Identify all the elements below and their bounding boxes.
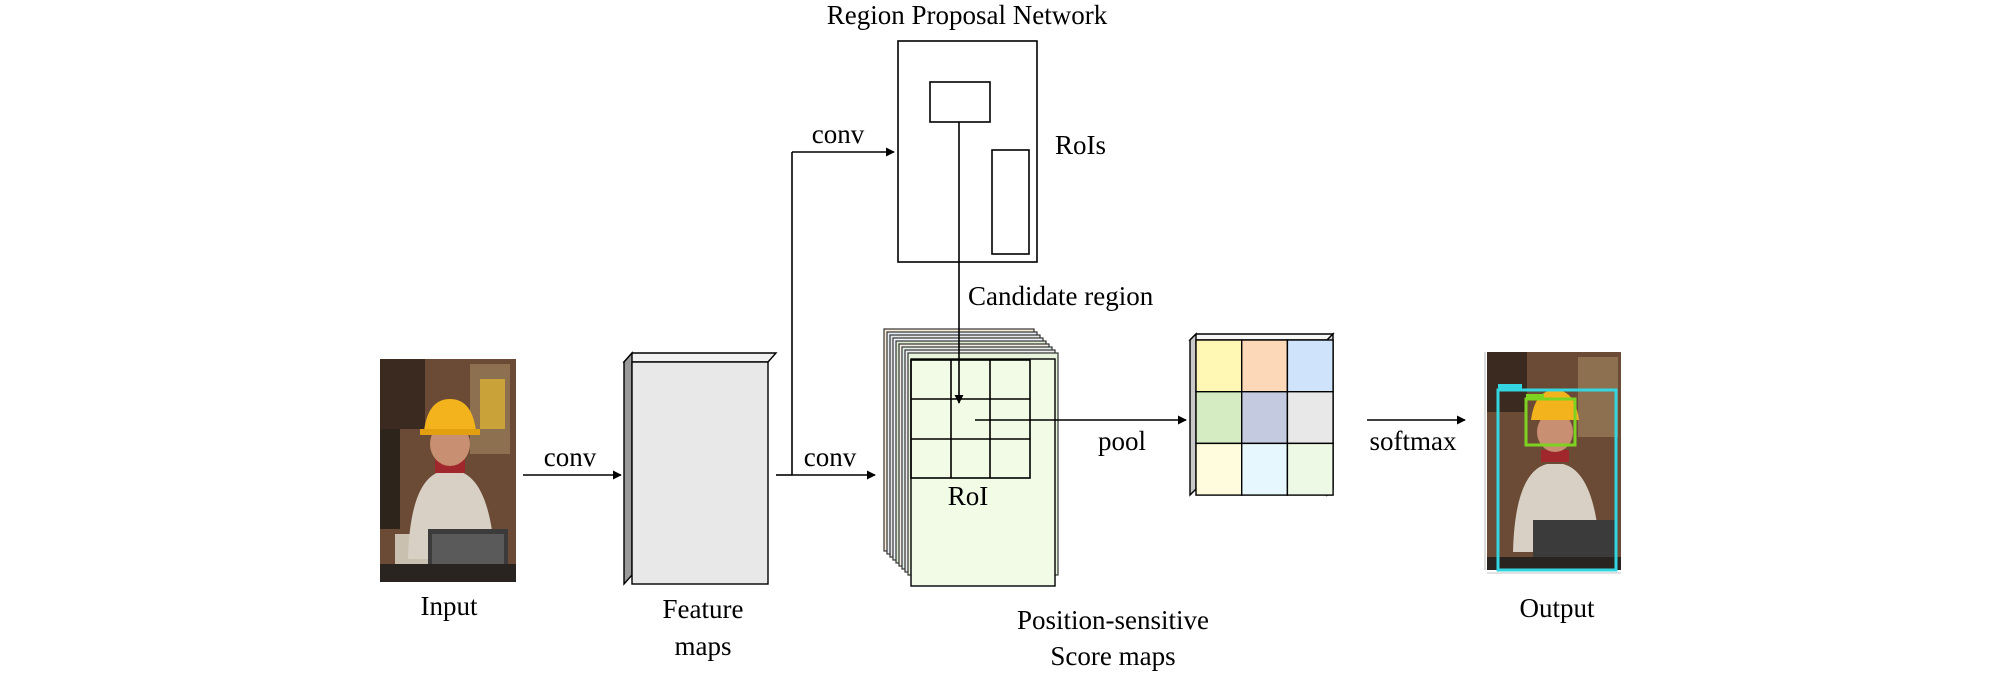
input-label: Input [421, 591, 478, 621]
conv-branch-arrows [776, 147, 895, 480]
pool-cell [1286, 339, 1334, 393]
candidate-region-label: Candidate region [968, 281, 1154, 311]
softmax-label: softmax [1370, 426, 1457, 456]
output-image [1483, 352, 1625, 581]
feature-maps-block [622, 351, 778, 586]
detection-box-helmet [1524, 397, 1577, 447]
pool-cell [1195, 391, 1243, 445]
pool-label: pool [1098, 426, 1146, 456]
score-map-front [910, 358, 1056, 587]
conv-top-label: conv [812, 119, 865, 149]
pool-cell [1240, 339, 1289, 393]
detection-box-person [1496, 388, 1618, 572]
roi-proposal-small [929, 81, 991, 123]
feature-maps-label-line2: maps [675, 631, 732, 661]
rpn-title: Region Proposal Network [827, 0, 1108, 30]
roi-proposal-tall [991, 149, 1030, 255]
conv-feature-label: conv [804, 442, 857, 472]
score-maps-label-line1: Position-sensitive [1017, 605, 1209, 635]
pool-cell [1195, 339, 1243, 393]
roi-grid [910, 359, 1031, 479]
conv-input-label: conv [544, 442, 597, 472]
rois-label: RoIs [1055, 130, 1106, 160]
person-detection-result-photo-icon [1483, 352, 1625, 581]
pool-cells [1195, 339, 1334, 496]
roi-label: RoI [948, 481, 989, 511]
feature-maps-label-line1: Feature [663, 594, 744, 624]
person-in-hardhat-photo-icon [380, 359, 516, 582]
pooled-cube [1188, 332, 1335, 497]
input-image [380, 359, 516, 582]
pool-cell [1240, 391, 1289, 445]
score-maps-label-line2: Score maps [1050, 641, 1175, 671]
pool-cell [1286, 442, 1334, 496]
score-maps-stack [883, 328, 1059, 587]
pool-cell [1195, 442, 1243, 496]
pool-cell [1240, 442, 1289, 496]
output-label: Output [1519, 593, 1595, 623]
pool-cell [1286, 391, 1334, 445]
rpn-box [897, 40, 1038, 263]
